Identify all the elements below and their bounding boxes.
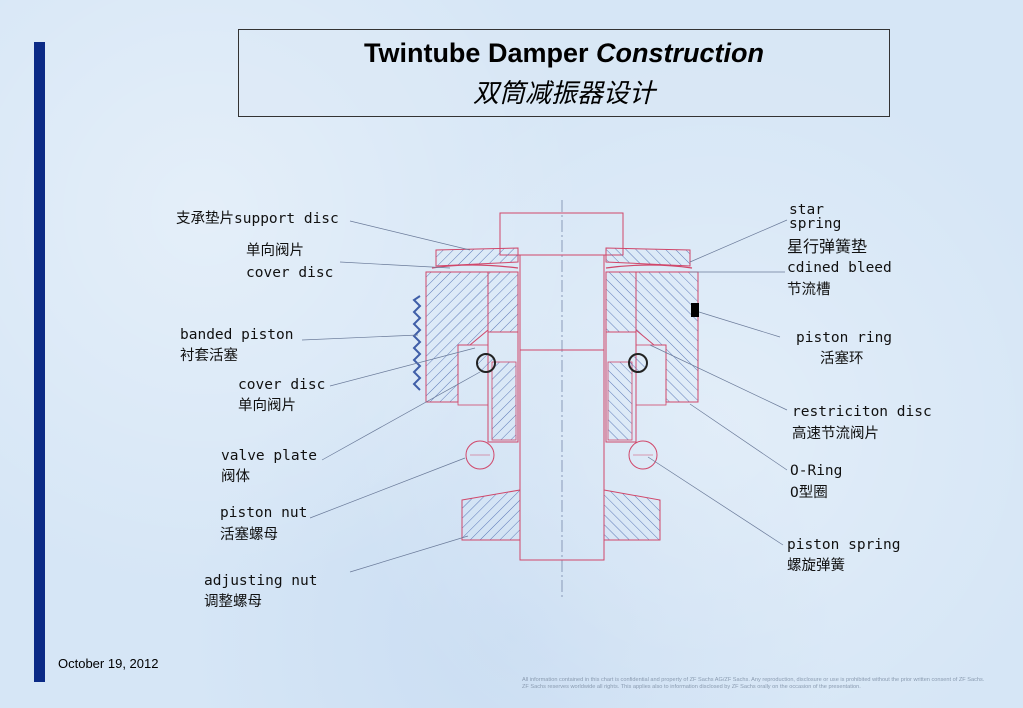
label-restriction-disc-en: restriciton disc: [792, 404, 932, 420]
piston-core-right: [605, 271, 637, 333]
label-piston-spring-cn: 螺旋弹簧: [787, 558, 845, 574]
cover-disc-top-right: [605, 264, 693, 269]
rod-lower-section: [519, 349, 605, 561]
label-star-spring-en2: spring: [789, 216, 842, 232]
page-title: Twintube Damper Construction: [239, 38, 889, 69]
title-box: Twintube Damper Construction 双筒减振器设计: [238, 29, 890, 117]
label-adjusting-nut-cn: 调整螺母: [204, 594, 262, 610]
valve-plate-hatch-right: [607, 361, 633, 441]
piston-body-right: [635, 271, 699, 403]
label-piston-nut-en: piston nut: [220, 505, 308, 521]
leader-lines: [301, 219, 788, 573]
o-ring-left: [476, 353, 496, 373]
piston-rod-top: [499, 212, 624, 256]
sidebar-accent-bar: [34, 42, 45, 682]
restriction-disc-right: [635, 344, 667, 406]
piston-nut-left: [461, 489, 521, 541]
support-disc-right: [605, 247, 691, 267]
spring-coil-left-1: [465, 440, 495, 470]
spring-coil-right-1: [628, 440, 658, 470]
label-o-ring-en: O-Ring: [790, 463, 843, 479]
page-subtitle: 双筒减振器设计: [472, 79, 655, 109]
piston-band: [412, 295, 422, 391]
label-star-spring-cn: 星行弹簧垫: [787, 237, 868, 256]
support-disc-left: [435, 247, 519, 267]
label-cover-disc-top-cn: 单向阀片: [246, 243, 304, 259]
valve-plate-hatch-left: [491, 361, 517, 441]
label-o-ring-cn: O型圈: [790, 485, 828, 501]
label-banded-piston-cn: 衬套活塞: [180, 348, 238, 364]
label-restriction-disc-cn: 高速节流阀片: [792, 426, 879, 442]
cover-disc-top-left: [431, 264, 519, 269]
label-cover-disc-en: cover disc: [238, 377, 326, 393]
o-ring-right: [628, 353, 648, 373]
piston-core-left: [487, 271, 519, 333]
piston-ring-marker: [691, 303, 699, 317]
label-valve-plate-cn: 阀体: [221, 469, 250, 485]
label-coined-bleed-cn: 节流槽: [787, 282, 831, 298]
label-piston-spring-en: piston spring: [787, 537, 901, 553]
footer-date: October 19, 2012: [58, 656, 159, 671]
label-star-spring-en1: star: [789, 202, 824, 218]
label-cover-disc-top-en: cover disc: [246, 265, 334, 281]
label-coined-bleed-en: cdined bleed: [787, 260, 892, 276]
label-piston-nut-cn: 活塞螺母: [220, 527, 278, 543]
title-main: Twintube Damper: [363, 38, 589, 68]
footer-disclaimer: All information contained in this chart …: [522, 677, 985, 690]
label-piston-ring-cn: 活塞环: [820, 351, 864, 367]
label-banded-piston-en: banded piston: [180, 327, 294, 343]
label-piston-ring-en: piston ring: [796, 330, 893, 346]
label-valve-plate-en: valve plate: [221, 448, 318, 464]
title-main-italic: Construction: [596, 38, 765, 68]
piston-nut-right: [603, 489, 661, 541]
restriction-disc-left: [457, 344, 489, 406]
piston-body-left: [425, 271, 489, 403]
label-support-disc: 支承垫片support disc: [176, 211, 339, 227]
label-adjusting-nut-en: adjusting nut: [204, 573, 318, 589]
label-cover-disc-cn: 单向阀片: [238, 398, 296, 414]
